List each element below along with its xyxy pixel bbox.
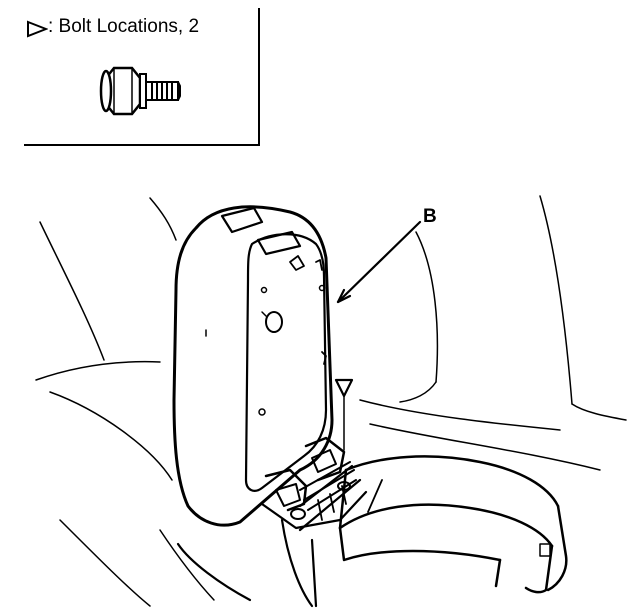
bolt-location-marker [334,378,354,451]
legend-bolt-locations-text: : Bolt Locations, 2 [48,16,200,37]
left-seat-outline [35,197,215,607]
callout-b-label: B [423,206,437,227]
console-base [176,464,362,608]
legend-box [24,8,260,146]
armrest-lid [172,205,368,530]
console-storage-box [338,455,568,594]
right-seat-outline [359,195,627,471]
flange-bolt-icon [99,66,181,116]
callout-b-arrow [336,220,422,304]
bolt-location-triangle-icon [27,20,48,38]
